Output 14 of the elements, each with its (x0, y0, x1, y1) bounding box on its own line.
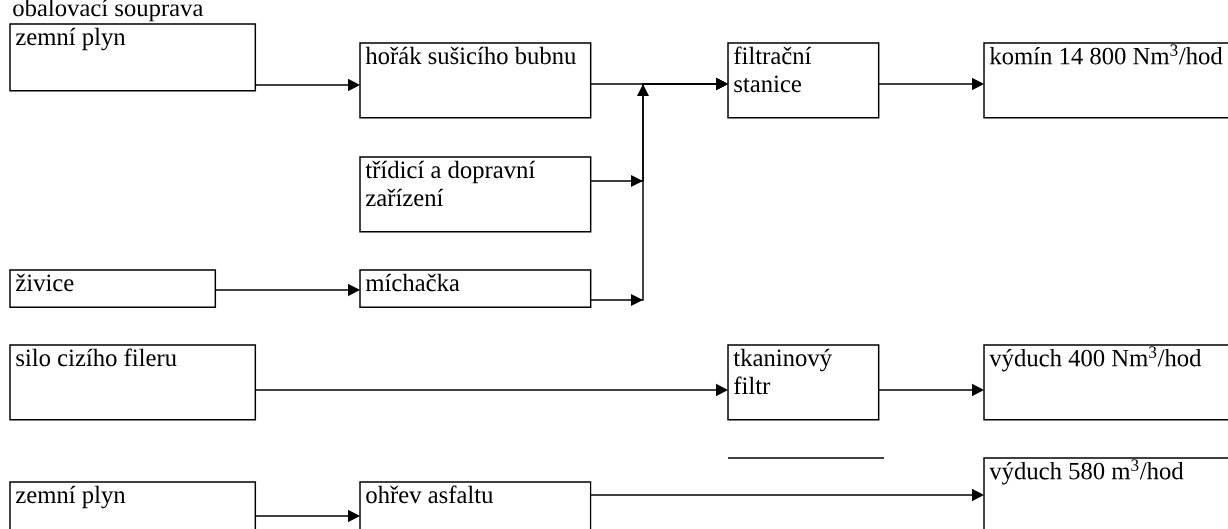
process-box: výduch 400 Nm$^{3}$/hod (983, 344, 1228, 421)
process-box: zemní plyn (9, 23, 257, 92)
process-box: silo cizího fileru (9, 344, 257, 421)
process-box: zemní plyn (9, 481, 257, 529)
process-box: míchačka (359, 269, 592, 309)
process-box: ohřev asfaltu (359, 481, 592, 529)
arrow (589, 77, 728, 306)
process-box: tkaninový filtr (727, 344, 880, 421)
process-box: komín 14 800 Nm$^{3}$/hod (983, 42, 1228, 119)
process-box: filtrační stanice (727, 42, 880, 119)
process-box: třídicí a dopravní zařízení (359, 156, 592, 233)
process-box: živice (9, 269, 217, 309)
process-box: výduch 580 m$^{3}$/hod (983, 457, 1228, 529)
process-box: hořák sušicího bubnu (359, 42, 592, 119)
